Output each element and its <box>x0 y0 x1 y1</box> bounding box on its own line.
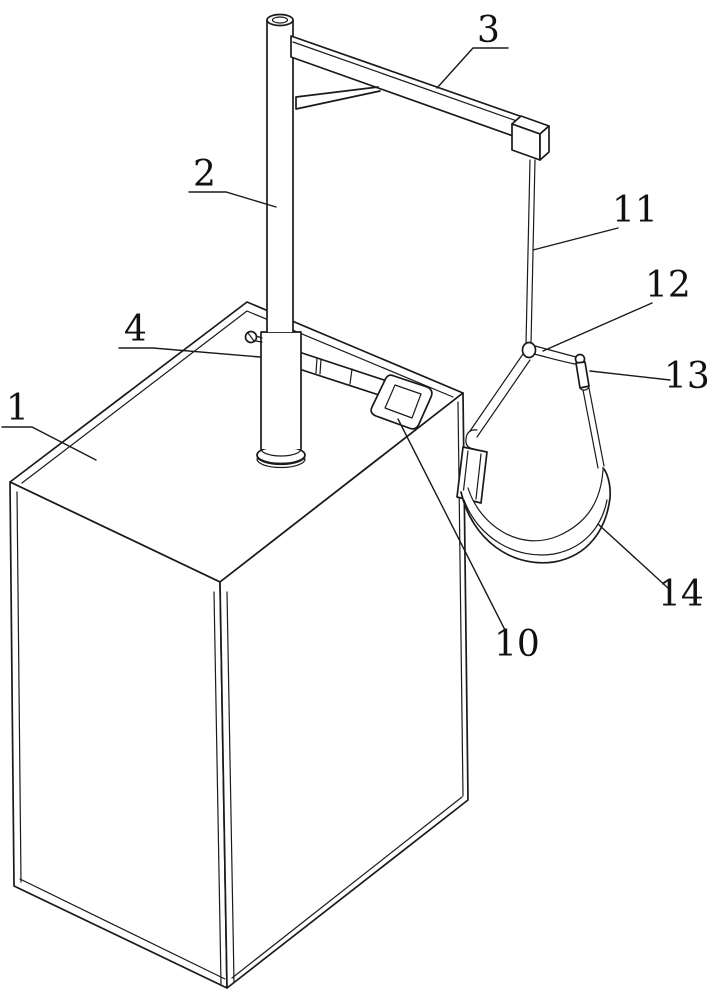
sling-straps <box>456 353 605 504</box>
box-edge-detail <box>16 491 22 883</box>
halter-buckle-detail <box>462 450 482 500</box>
label-14: 14 <box>658 574 704 615</box>
label-1: 1 <box>6 388 29 429</box>
arm-brace <box>295 86 381 110</box>
pole-top-cap <box>266 13 294 27</box>
rod-top-line <box>298 351 385 381</box>
suspension-cable <box>525 159 536 345</box>
leader-10 <box>397 418 506 631</box>
halter-buckle <box>456 446 488 504</box>
leader-12 <box>542 302 653 352</box>
cantilever-arm <box>290 35 550 161</box>
clamp-screw-slot <box>247 332 263 343</box>
leader-2 <box>188 191 277 208</box>
box-edge-detail <box>231 796 463 979</box>
box-edge-detail <box>19 878 226 980</box>
label-4: 4 <box>124 309 147 350</box>
rod-collar <box>315 357 318 374</box>
leader-11 <box>532 227 619 251</box>
pole-top-bore <box>271 16 289 24</box>
leader-4 <box>118 347 261 358</box>
sling-inner-edge <box>467 469 604 542</box>
pole-body <box>266 19 294 333</box>
box-edge-detail <box>457 401 464 797</box>
right-hook-tip <box>579 385 590 391</box>
box-edge-detail <box>213 591 222 985</box>
rod-tick <box>349 368 353 385</box>
leader-3 <box>436 47 509 89</box>
leader-1 <box>1 426 97 461</box>
bracket-inner-hole <box>384 384 422 419</box>
label-2: 2 <box>193 154 216 195</box>
flange-thickness <box>256 455 306 469</box>
cable-link <box>521 341 537 359</box>
label-13: 13 <box>664 356 710 397</box>
arm-top-detail <box>292 41 532 127</box>
right-hook-body <box>575 361 590 389</box>
support-pole <box>244 13 306 469</box>
rod-collar <box>319 358 322 375</box>
left-strap <box>469 353 531 438</box>
mounting-bracket <box>370 374 433 430</box>
right-strap <box>582 387 605 469</box>
leader-13 <box>589 370 671 381</box>
pole-base-flange <box>256 445 306 465</box>
box-right-face <box>219 392 469 989</box>
sleeve-fill <box>261 332 301 449</box>
leader-14 <box>597 523 669 589</box>
sling-fill <box>461 468 611 563</box>
base-box <box>9 301 469 989</box>
box-edge-detail <box>226 591 235 983</box>
label-12: 12 <box>645 265 691 306</box>
rod-bottom-line <box>298 368 383 397</box>
box-top-inner-line <box>21 310 454 484</box>
arm-end-block-side <box>539 125 550 161</box>
leader-lines <box>1 47 671 631</box>
cable-line <box>530 159 536 345</box>
part-labels: 1 2 3 4 10 11 12 13 14 <box>6 10 710 665</box>
spreader-and-hooks <box>521 341 590 391</box>
label-11: 11 <box>612 190 658 231</box>
pole-fill <box>267 20 293 332</box>
sling-outer-edge <box>460 467 612 564</box>
label-10: 10 <box>494 624 540 665</box>
cable-line <box>525 159 531 345</box>
arm-beam <box>290 35 535 143</box>
sleeve-bottom-arc <box>260 448 302 457</box>
halter-hook <box>465 429 478 450</box>
spreader-bar <box>533 345 577 365</box>
bracket-outline <box>370 374 433 430</box>
label-3: 3 <box>477 10 500 51</box>
